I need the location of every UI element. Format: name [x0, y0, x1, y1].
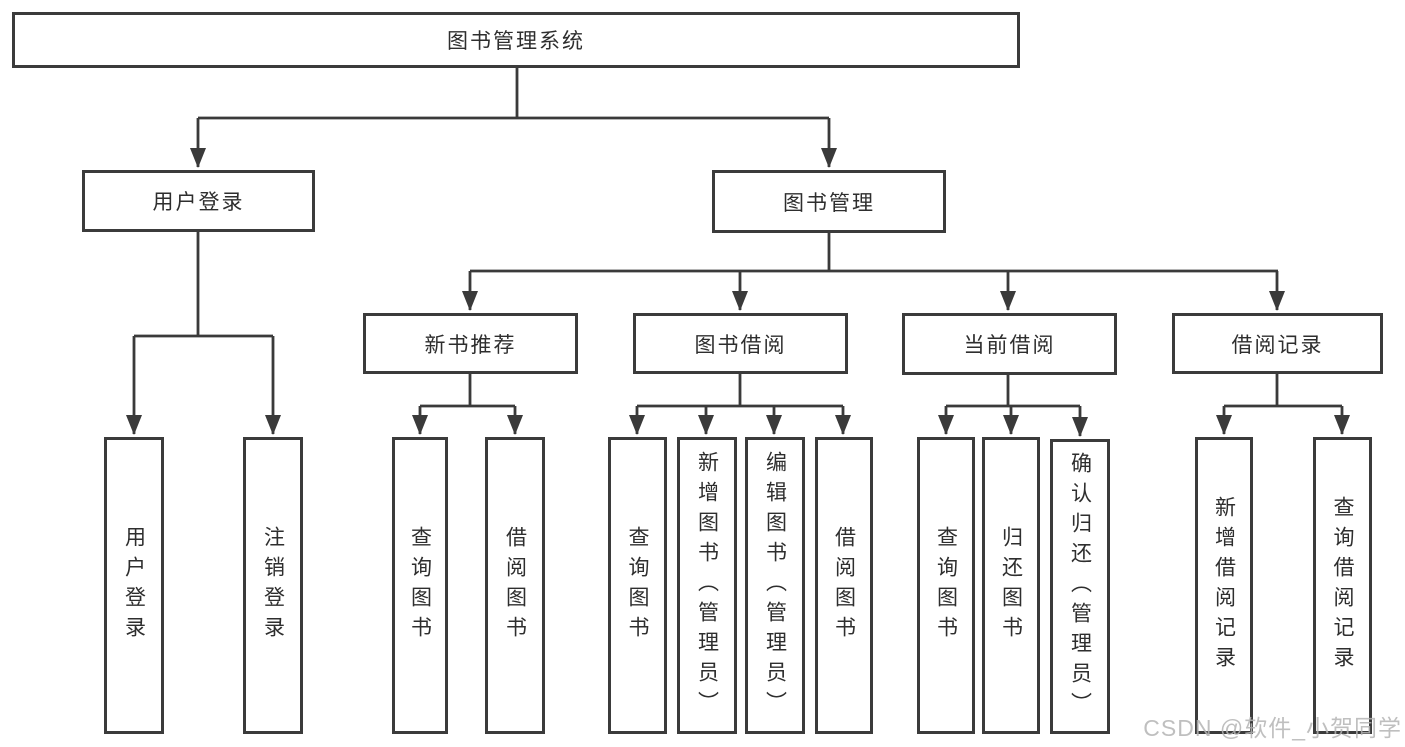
node-label: 借阅记录: [1231, 333, 1324, 357]
node-leaf-edit-books-admin: 编辑图书（管理员）: [745, 437, 805, 734]
node-library-management-system: 图书管理系统: [12, 12, 1020, 68]
node-book-borrowing: 图书借阅: [633, 313, 848, 374]
node-label: 查询图书: [408, 525, 432, 646]
node-label: 查询借阅记录: [1331, 495, 1354, 676]
node-leaf-query-books: 查询图书: [608, 437, 667, 734]
node-label: 当前借阅: [963, 334, 1056, 357]
node-label: 查询图书: [934, 525, 958, 646]
node-label: 查询图书: [626, 525, 649, 646]
node-borrowing-records: 借阅记录: [1172, 313, 1383, 374]
bus-root-to-level2: [198, 68, 829, 120]
node-label: 图书管理系统: [447, 30, 585, 53]
csdn-watermark: CSDN @软件_小贺同学: [1143, 715, 1402, 741]
node-leaf-add-books-admin: 新增图书（管理员）: [677, 437, 737, 734]
node-leaf-borrow-books: 借阅图书: [485, 437, 545, 734]
bus-book-mgmt-children: [470, 233, 1278, 273]
node-label: 编辑图书（管理员）: [763, 450, 787, 721]
node-leaf-confirm-return-admin: 确认归还（管理员）: [1050, 439, 1110, 734]
bus-current-children: [946, 375, 1080, 408]
node-label: 注销登录: [261, 525, 285, 646]
node-label: 归还图书: [999, 525, 1023, 646]
node-label: 借阅图书: [503, 525, 527, 646]
bus-borrowing-children: [637, 374, 843, 408]
node-leaf-query-books: 查询图书: [392, 437, 448, 734]
bus-records-children: [1224, 374, 1342, 408]
node-user-login: 用户登录: [82, 170, 315, 232]
node-leaf-borrow-books: 借阅图书: [815, 437, 873, 734]
node-label: 新书推荐: [424, 333, 517, 357]
node-label: 确认归还（管理员）: [1068, 451, 1092, 722]
node-leaf-query-borrow-record: 查询借阅记录: [1313, 437, 1372, 734]
node-label: 借阅图书: [832, 525, 856, 646]
node-leaf-query-books: 查询图书: [917, 437, 975, 734]
node-leaf-user-login: 用户登录: [104, 437, 164, 734]
node-current-borrowing: 当前借阅: [902, 313, 1117, 375]
bus-new-book-children: [420, 374, 515, 408]
node-label: 新增图书（管理员）: [695, 450, 719, 721]
node-leaf-return-books: 归还图书: [982, 437, 1040, 734]
node-book-management: 图书管理: [712, 170, 946, 233]
node-label: 用户登录: [122, 525, 146, 646]
node-new-book-recommendation: 新书推荐: [363, 313, 578, 374]
bus-user-login-children: [134, 232, 273, 338]
node-leaf-logout: 注销登录: [243, 437, 303, 734]
node-label: 图书借阅: [694, 333, 787, 357]
node-label: 图书管理: [783, 191, 875, 215]
node-label: 新增借阅记录: [1212, 495, 1236, 676]
node-label: 用户登录: [152, 191, 245, 214]
node-leaf-add-borrow-record: 新增借阅记录: [1195, 437, 1253, 734]
